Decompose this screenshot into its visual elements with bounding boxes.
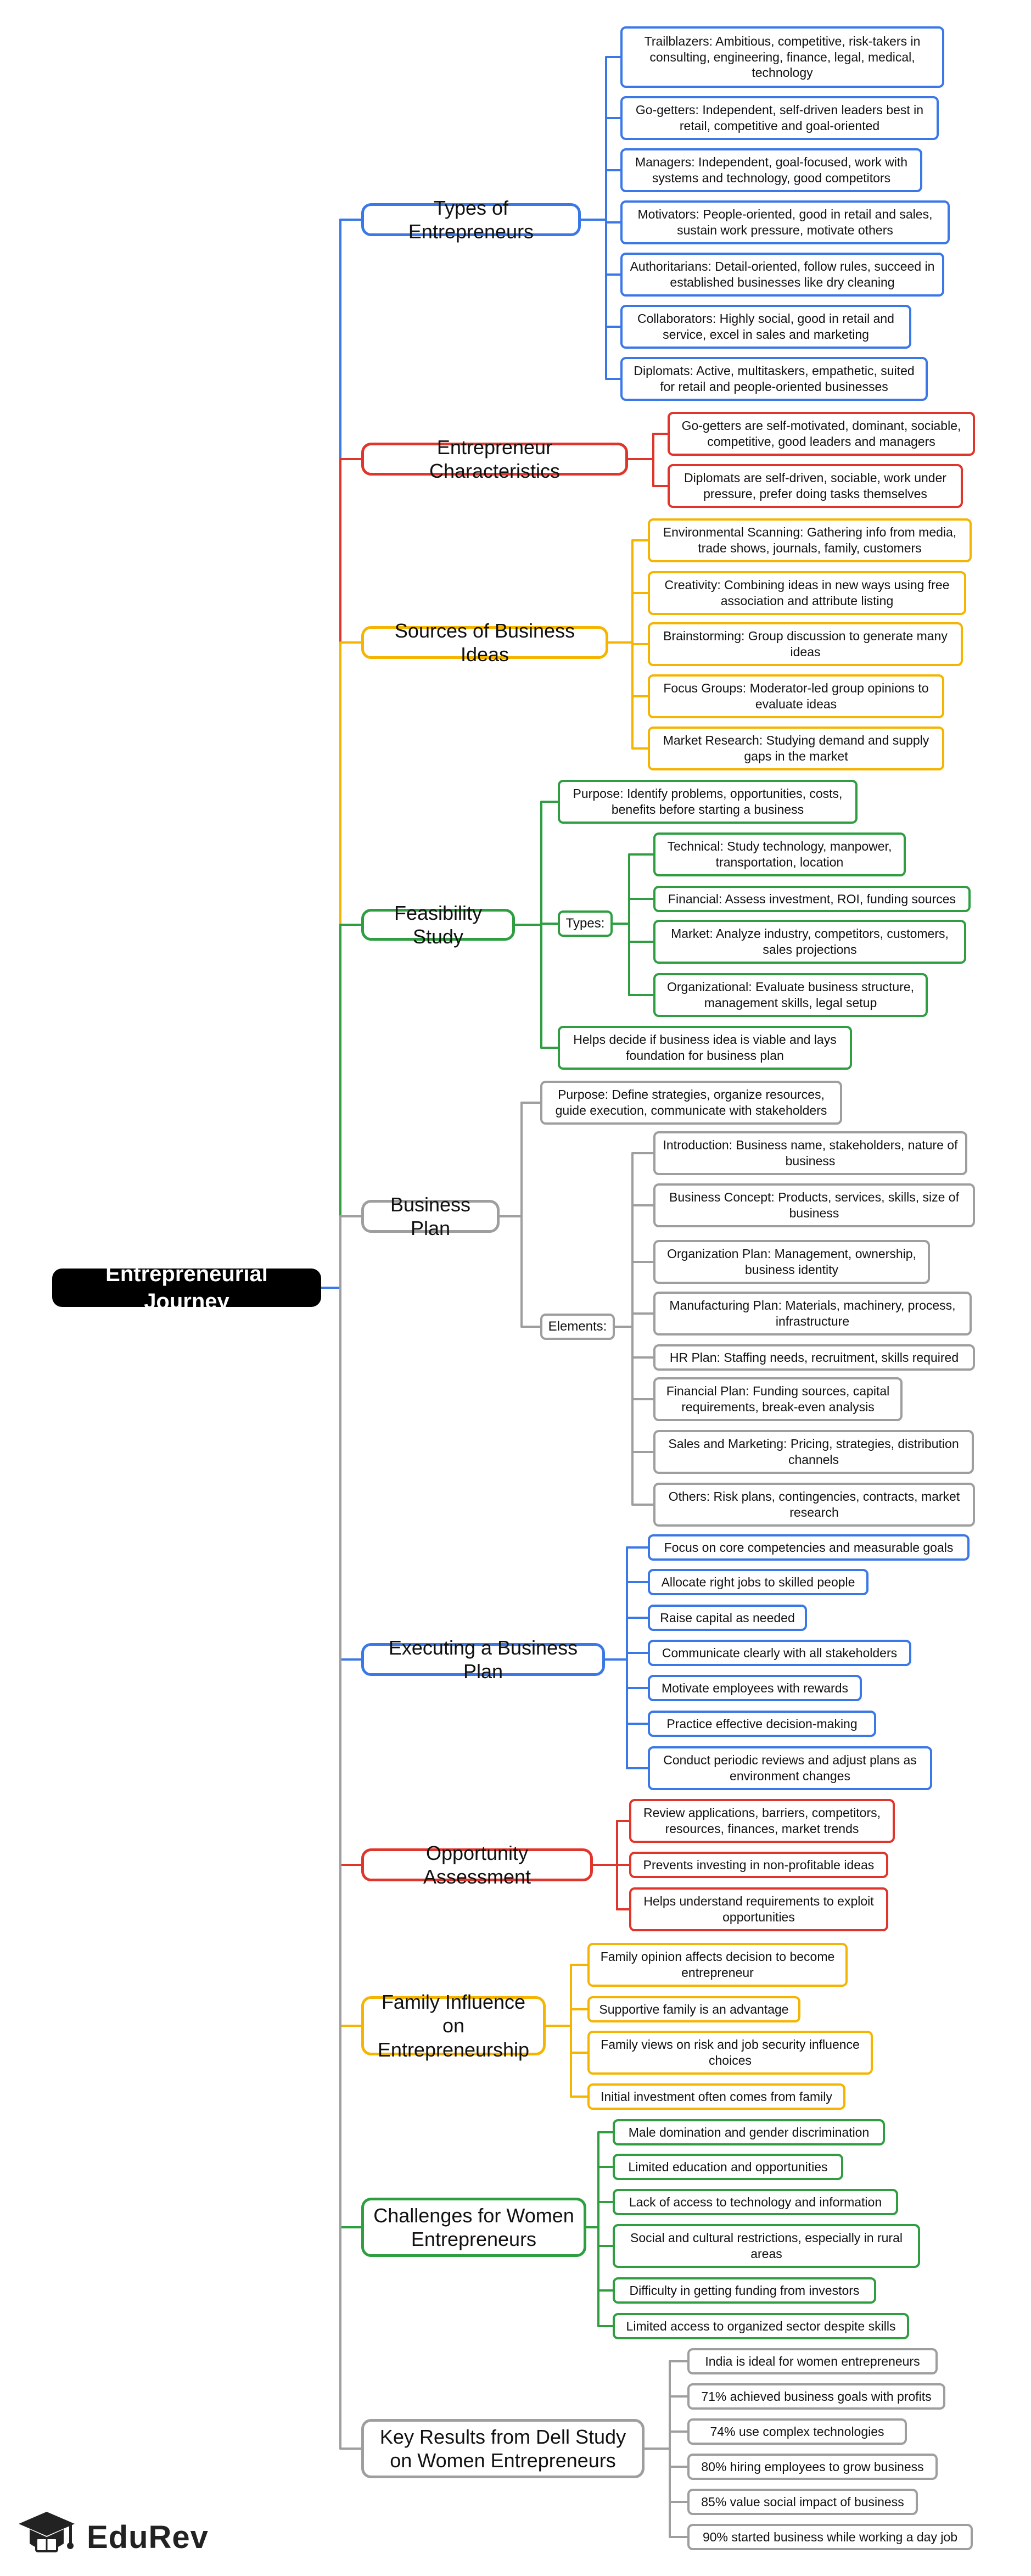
sub-leaf-node: Others: Risk plans, contingencies, contr…: [653, 1483, 975, 1527]
leaf-node: Difficulty in getting funding from inves…: [613, 2277, 876, 2304]
root-node: Entrepreneurial Journey: [52, 1262, 321, 1314]
sub-leaf-node: Manufacturing Plan: Materials, machinery…: [653, 1292, 972, 1336]
branch-family-influence-on-entrepreneurship: Family Influence on Entrepreneurship: [361, 1991, 546, 2061]
sub-leaf-node: Introduction: Business name, stakeholder…: [653, 1131, 967, 1175]
leaf-node: Raise capital as needed: [648, 1605, 807, 1631]
leaf-node: Social and cultural restrictions, especi…: [613, 2224, 920, 2268]
leaf-node: 80% hiring employees to grow business: [687, 2454, 938, 2480]
leaf-node: Family opinion affects decision to becom…: [587, 1943, 848, 1987]
leaf-node: Helps understand requirements to exploit…: [629, 1887, 888, 1931]
leaf-node: Allocate right jobs to skilled people: [648, 1569, 868, 1595]
sub-leaf-node: Sales and Marketing: Pricing, strategies…: [653, 1430, 974, 1474]
leaf-node: Conduct periodic reviews and adjust plan…: [648, 1746, 932, 1790]
leaf-node: Diplomats: Active, multitaskers, empathe…: [620, 357, 928, 401]
leaf-node: India is ideal for women entrepreneurs: [687, 2348, 938, 2374]
leaf-node: Male domination and gender discriminatio…: [613, 2119, 885, 2145]
leaf-node: Motivate employees with rewards: [648, 1675, 862, 1701]
leaf-node: 71% achieved business goals with profits: [687, 2383, 945, 2410]
leaf-node: 85% value social impact of business: [687, 2489, 918, 2515]
leaf-node: Brainstorming: Group discussion to gener…: [648, 622, 963, 666]
brand-logo: EduRev: [16, 2507, 209, 2567]
branch-entrepreneur-characteristics: Entrepreneur Characteristics: [361, 436, 628, 482]
branch-challenges-for-women-entrepreneurs: Challenges for Women Entrepreneurs: [361, 2198, 586, 2257]
brand-name: EduRev: [87, 2519, 209, 2555]
branch-sources-of-business-ideas: Sources of Business Ideas: [361, 619, 608, 666]
purpose-node: Purpose: Define strategies, organize res…: [540, 1081, 842, 1125]
leaf-node: Initial investment often comes from fami…: [587, 2083, 845, 2110]
leaf-node: Focus Groups: Moderator-led group opinio…: [648, 674, 944, 718]
sub-group-types: Types:: [558, 910, 613, 937]
branch-opportunity-assessment: Opportunity Assessment: [361, 1842, 593, 1888]
leaf-node: 74% use complex technologies: [687, 2418, 907, 2445]
branch-feasibility-study: Feasibility Study: [361, 902, 515, 948]
leaf-node: Authoritarians: Detail-oriented, follow …: [620, 253, 944, 297]
leaf-node: Environmental Scanning: Gathering info f…: [648, 518, 972, 562]
leaf-node: Limited access to organized sector despi…: [613, 2313, 909, 2339]
leaf-node: Trailblazers: Ambitious, competitive, ri…: [620, 26, 944, 88]
leaf-node: Family views on risk and job security in…: [587, 2031, 873, 2075]
leaf-node: Go-getters: Independent, self-driven lea…: [620, 96, 939, 140]
sub-leaf-node: Financial Plan: Funding sources, capital…: [653, 1377, 903, 1421]
sub-leaf-node: Technical: Study technology, manpower, t…: [653, 832, 906, 876]
leaf-node: Market Research: Studying demand and sup…: [648, 727, 944, 770]
sub-leaf-node: Organization Plan: Management, ownership…: [653, 1240, 930, 1284]
leaf-node: Lack of access to technology and informa…: [613, 2189, 898, 2215]
sub-leaf-node: HR Plan: Staffing needs, recruitment, sk…: [653, 1344, 975, 1371]
branch-business-plan: Business Plan: [361, 1193, 500, 1239]
branch-key-results-from-dell-study-on-women-ent: Key Results from Dell Study on Women Ent…: [361, 2419, 645, 2478]
sub-leaf-node: Organizational: Evaluate business struct…: [653, 973, 928, 1017]
leaf-node: Prevents investing in non-profitable ide…: [629, 1852, 888, 1878]
leaf-node: Collaborators: Highly social, good in re…: [620, 305, 911, 349]
leaf-node: Managers: Independent, goal-focused, wor…: [620, 148, 922, 192]
sub-leaf-node: Financial: Assess investment, ROI, fundi…: [653, 886, 971, 912]
leaf-node: Communicate clearly with all stakeholder…: [648, 1640, 911, 1666]
purpose-node: Purpose: Identify problems, opportunitie…: [558, 780, 858, 824]
leaf-node: Supportive family is an advantage: [587, 1996, 800, 2022]
footer-node: Helps decide if business idea is viable …: [558, 1026, 852, 1070]
sub-leaf-node: Market: Analyze industry, competitors, c…: [653, 920, 966, 964]
sub-leaf-node: Business Concept: Products, services, sk…: [653, 1183, 975, 1227]
leaf-node: Diplomats are self-driven, sociable, wor…: [668, 464, 963, 508]
leaf-node: Review applications, barriers, competito…: [629, 1799, 895, 1843]
branch-executing-a-business-plan: Executing a Business Plan: [361, 1636, 605, 1683]
leaf-node: Go-getters are self-motivated, dominant,…: [668, 412, 975, 456]
leaf-node: 90% started business while working a day…: [687, 2524, 973, 2550]
leaf-node: Creativity: Combining ideas in new ways …: [648, 571, 966, 615]
branch-types-of-entrepreneurs: Types of Entrepreneurs: [361, 197, 581, 243]
sub-group-elements: Elements:: [540, 1314, 615, 1340]
leaf-node: Focus on core competencies and measurabl…: [648, 1534, 970, 1561]
leaf-node: Practice effective decision-making: [648, 1711, 876, 1737]
leaf-node: Limited education and opportunities: [613, 2154, 843, 2180]
graduation-cap-icon: [19, 2512, 75, 2552]
leaf-node: Motivators: People-oriented, good in ret…: [620, 200, 950, 244]
